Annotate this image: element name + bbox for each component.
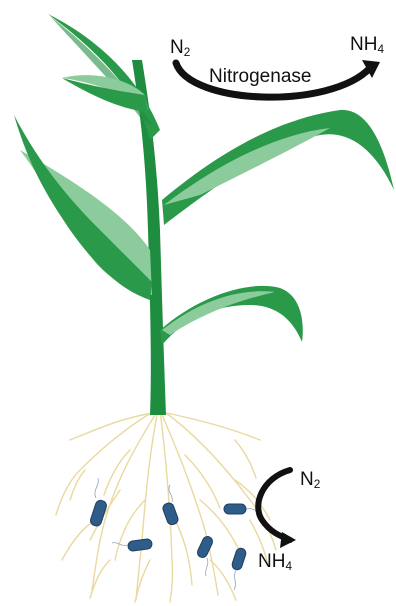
root-product-label: NH4 xyxy=(258,552,292,573)
top-reactant-label: N2 xyxy=(170,38,190,59)
bacterium xyxy=(231,547,247,571)
top-product-label: NH4 xyxy=(350,35,384,56)
plant-illustration xyxy=(14,14,394,415)
bacteria-cells xyxy=(89,499,247,571)
bacterium xyxy=(224,504,246,514)
enzyme-label: Nitrogenase xyxy=(209,67,311,86)
bacterium xyxy=(162,502,180,526)
bacteria-flagella xyxy=(95,478,262,590)
bacterium xyxy=(127,538,152,551)
root-reactant-label: N2 xyxy=(300,470,320,491)
arrowhead-icon xyxy=(280,532,296,548)
reaction-arrow-root xyxy=(258,470,290,540)
